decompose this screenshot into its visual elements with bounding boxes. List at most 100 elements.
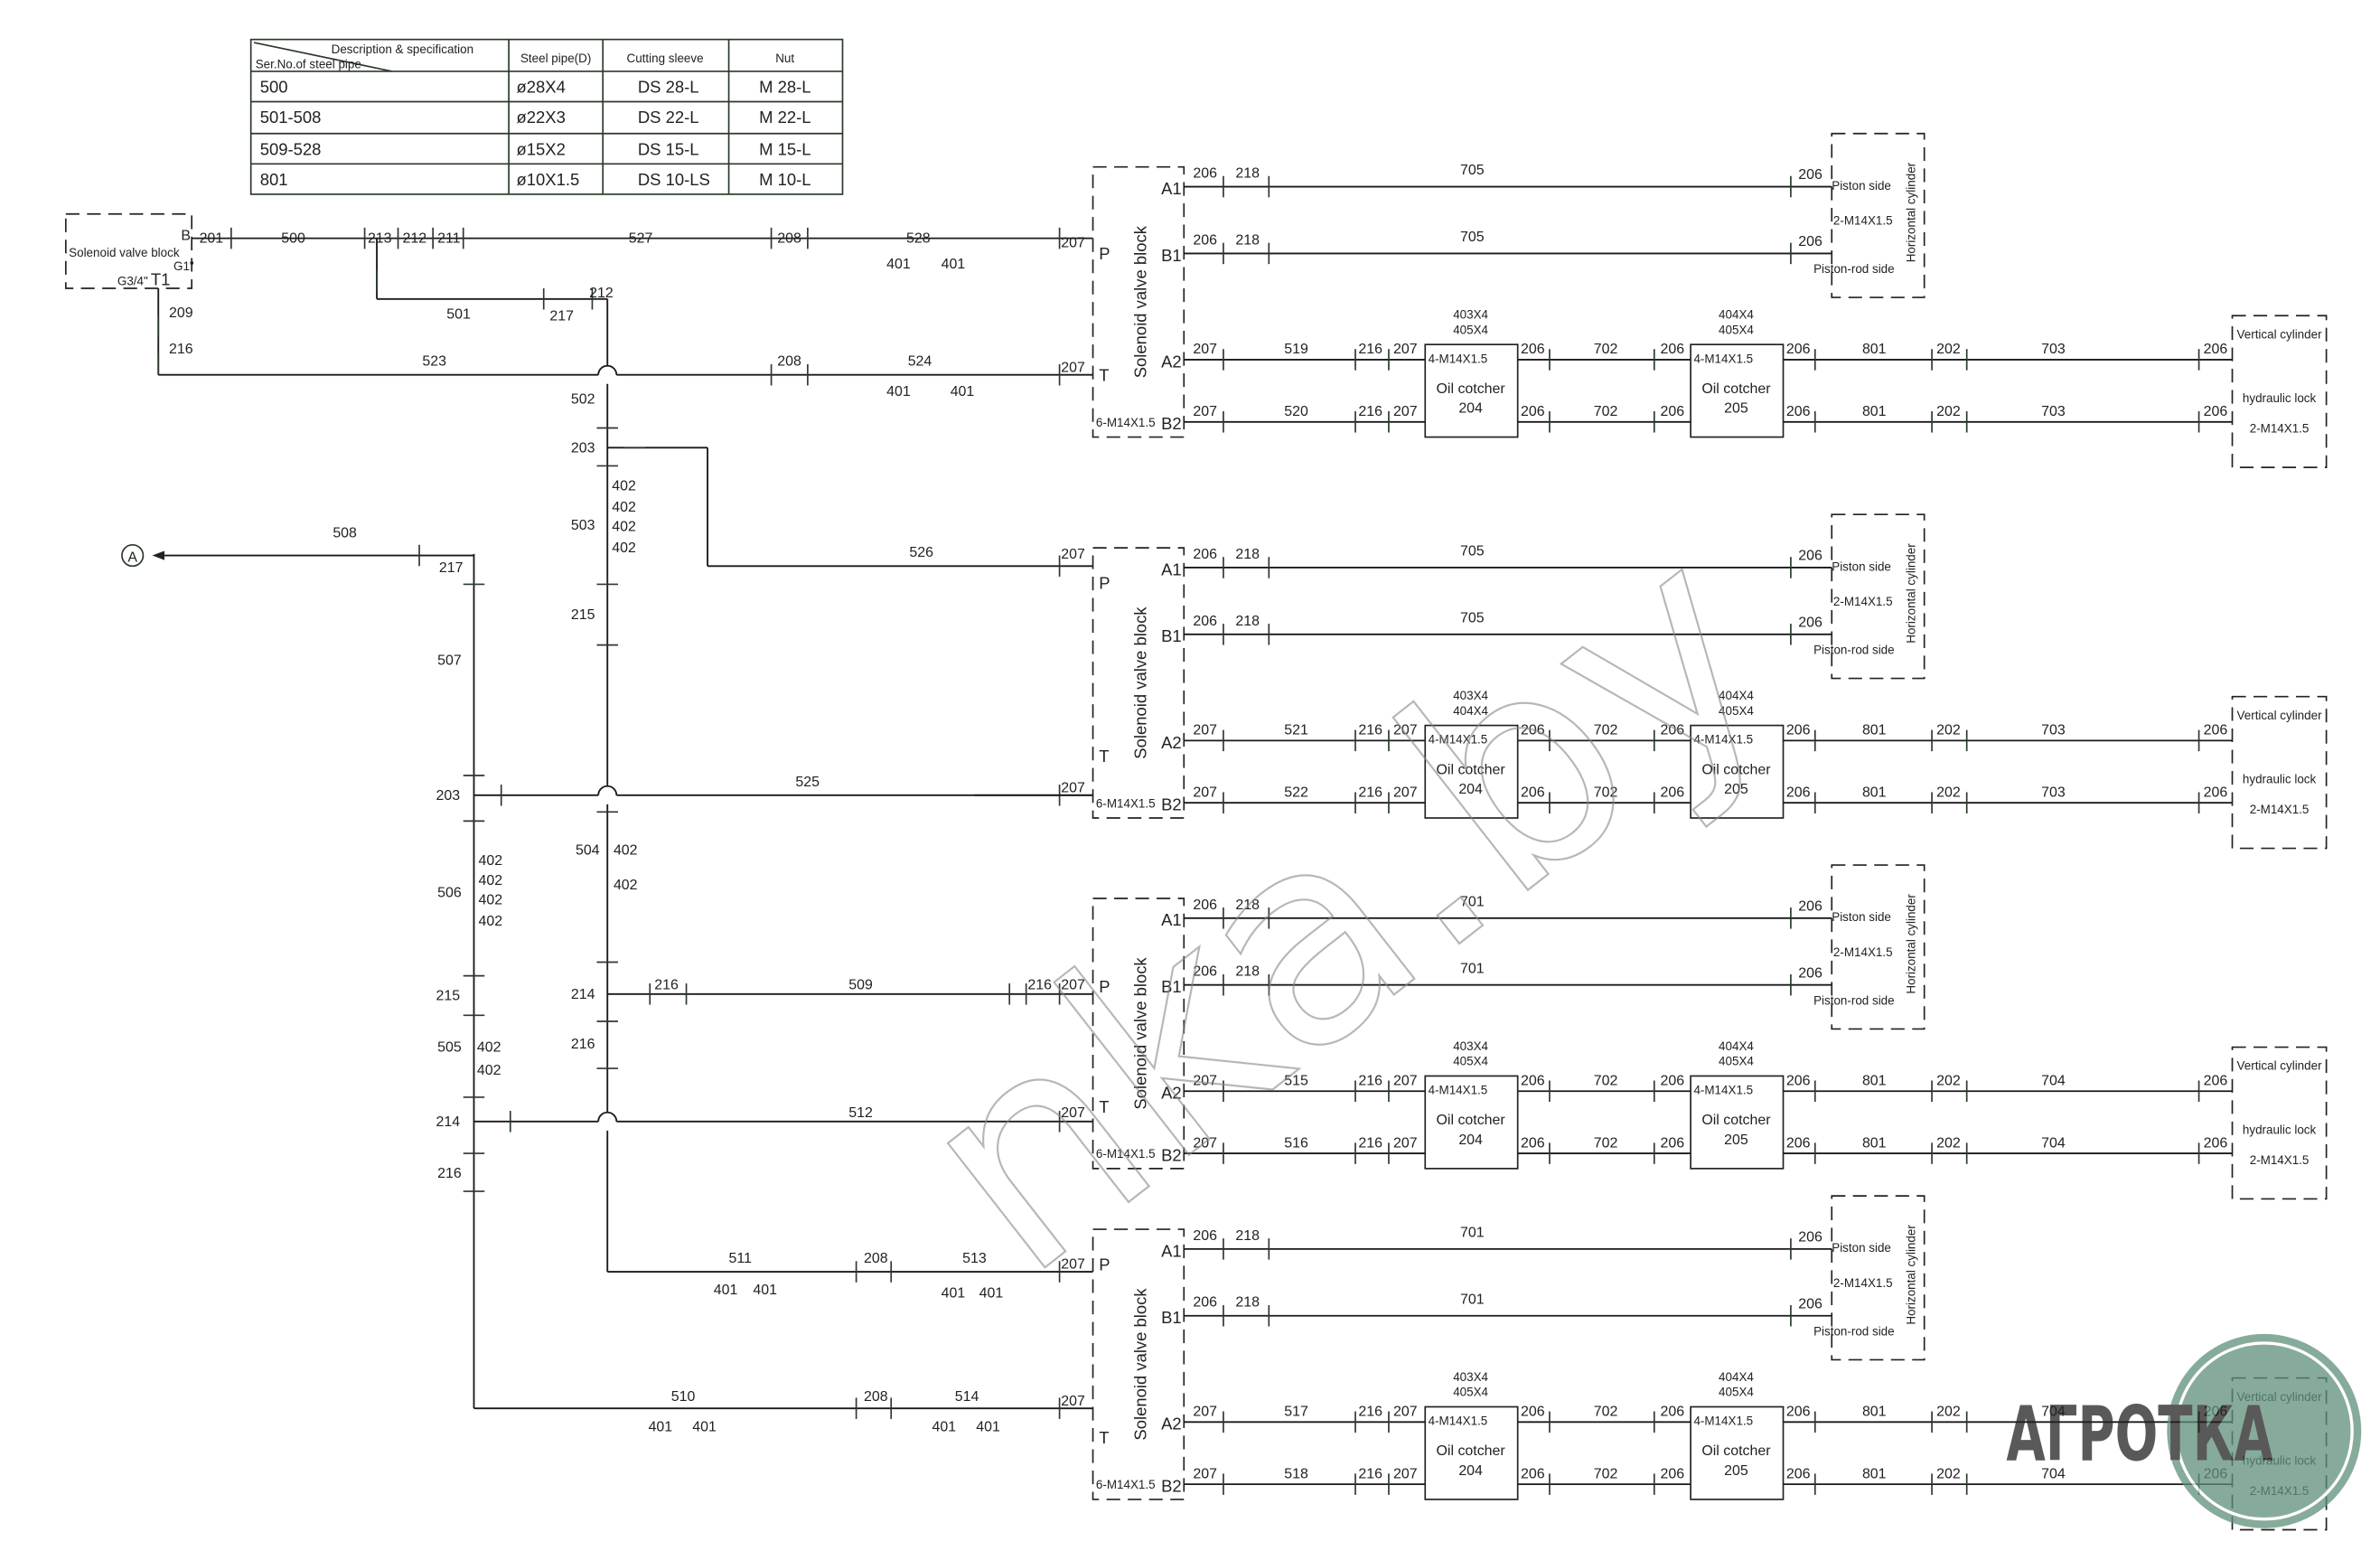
part-number-label: 207 <box>1193 1074 1217 1089</box>
catcher-parts-label: 403X4 <box>1453 1039 1488 1053</box>
pipe-part-label: 216 <box>1027 978 1052 993</box>
part-number-label: 206 <box>1798 549 1822 564</box>
part-number-label: 206 <box>1661 1135 1685 1151</box>
part-number-label: 207 <box>1393 785 1418 801</box>
catcher-name-label: Oil cotcher <box>1701 381 1771 397</box>
part-number-label: 202 <box>1936 1405 1961 1420</box>
catcher-name-label: Oil cotcher <box>1437 1113 1506 1128</box>
part-number-label: 206 <box>1661 1466 1685 1481</box>
pipe-part-label: 209 <box>169 306 193 321</box>
pipe-part-label: 207 <box>1061 780 1085 795</box>
pipe-part-label: 704 <box>2041 1466 2066 1481</box>
horizontal-cylinder <box>1831 1195 1926 1361</box>
pipe-part-label: 402 <box>614 878 638 893</box>
pipe-part-label: 504 <box>576 842 600 858</box>
catcher-name-label: Oil cotcher <box>1701 762 1771 777</box>
catcher-thread-label: 4-M14X1.5 <box>1693 1084 1753 1097</box>
catcher-name-label: Oil cotcher <box>1701 1113 1771 1128</box>
part-number-label: 207 <box>1393 342 1418 357</box>
pipe-part-label: 525 <box>795 775 820 790</box>
table-cell-nut: M 10-L <box>759 170 811 189</box>
part-number-label: 206 <box>1661 1405 1685 1420</box>
part-number-label: 206 <box>1661 723 1685 738</box>
pipe-part-label: 703 <box>2041 342 2066 357</box>
pipe-part-label: 213 <box>368 231 392 247</box>
port-t-label: T <box>1099 1097 1109 1116</box>
valve-group-2: Solenoid valve blockPT6-M14X1.5A1B1A2B22… <box>1092 513 2328 850</box>
part-number-label: 206 <box>1521 723 1545 738</box>
port-p-label: P <box>1099 977 1110 996</box>
vertical-cylinder-title: Vertical cylinder <box>2237 709 2323 722</box>
cylinder-thread-label: 2-M14X1.5 <box>2250 803 2310 816</box>
table-cell-cutting-sleeve: DS 15-L <box>638 139 699 158</box>
oil-catcher <box>1424 724 1519 819</box>
pipe-part-label: 401 <box>714 1283 738 1298</box>
pipe-part-label: 401 <box>979 1286 1004 1302</box>
oil-catcher <box>1424 1405 1519 1500</box>
pipe-crossover <box>597 785 618 795</box>
pipe-part-label: 207 <box>1061 547 1085 562</box>
pipe-part-label: 401 <box>649 1419 673 1434</box>
part-number-label: 206 <box>1521 785 1545 801</box>
pipe-part-label: 703 <box>2041 785 2066 801</box>
part-number-label: 202 <box>1936 723 1961 738</box>
pipe-part-label: 211 <box>437 231 461 247</box>
table-col-header: Steel pipe(D) <box>520 52 591 65</box>
pipe-part-label: 523 <box>422 354 446 370</box>
pipe-part-label: 401 <box>942 1286 966 1302</box>
pipe-part-label: 215 <box>571 607 595 623</box>
pipe-part-label: 201 <box>200 231 224 247</box>
part-number-label: 206 <box>2204 785 2228 801</box>
pipe-part-label: 217 <box>439 560 464 576</box>
part-number-label: 207 <box>1393 1405 1418 1420</box>
part-number-label: 206 <box>1786 1405 1811 1420</box>
pipe-part-label: 207 <box>1061 1105 1085 1121</box>
pipe-part-label: 402 <box>479 853 503 869</box>
pipe-part-label: 502 <box>571 392 595 408</box>
part-number-label: 206 <box>1786 1466 1811 1481</box>
valve-group-4: Solenoid valve blockPT6-M14X1.5A1B1A2B22… <box>1092 1195 2328 1531</box>
pipe-part-label: 212 <box>589 286 614 301</box>
table-col-header: Nut <box>775 52 794 65</box>
pipe-part-label: 705 <box>1460 544 1485 559</box>
port-p-label: P <box>1099 573 1110 592</box>
pipe-part-label: 402 <box>479 873 503 888</box>
part-number-label: 202 <box>1936 785 1961 801</box>
part-number-label: 206 <box>1661 342 1685 357</box>
pipe-part-label: 402 <box>479 893 503 908</box>
part-number-label: 801 <box>1862 1135 1887 1151</box>
horizontal-cylinder <box>1831 132 1926 298</box>
part-number-label: 206 <box>2204 1135 2228 1151</box>
part-number-label: 206 <box>1798 1296 1822 1311</box>
part-number-label: 206 <box>1193 964 1217 980</box>
part-number-label: 206 <box>1661 785 1685 801</box>
catcher-name-label: Oil cotcher <box>1437 762 1506 777</box>
part-number-label: 216 <box>1358 1466 1382 1481</box>
catcher-parts-label: 404X4 <box>1719 308 1754 322</box>
pipe-part-label: 512 <box>848 1105 873 1121</box>
part-number-label: 206 <box>1521 404 1545 419</box>
port-t-label: T <box>1099 365 1109 384</box>
part-number-label: 216 <box>1358 1074 1382 1089</box>
catcher-thread-label: 4-M14X1.5 <box>1429 352 1488 365</box>
part-number-label: 702 <box>1594 1466 1618 1481</box>
table-cell-pipe-no: 801 <box>260 170 288 189</box>
vertical-cylinder-title: Vertical cylinder <box>2237 327 2323 341</box>
part-number-label: 206 <box>1798 615 1822 630</box>
horizontal-cylinder <box>1831 864 1926 1030</box>
part-number-label: 206 <box>1521 1074 1545 1089</box>
pipe-part-label: 519 <box>1284 342 1308 357</box>
catcher-parts-label: 403X4 <box>1453 689 1488 702</box>
port-g-label: G1" <box>173 259 194 273</box>
part-number-label: 207 <box>1393 1466 1418 1481</box>
catcher-name-label: Oil cotcher <box>1701 1443 1771 1459</box>
pipe-part-label: 506 <box>437 885 462 900</box>
table-cell-nut: M 15-L <box>759 139 811 158</box>
catcher-number-label: 205 <box>1724 1463 1748 1479</box>
pipe-part-label: 401 <box>886 384 911 400</box>
part-number-label: 801 <box>1862 1466 1887 1481</box>
port-p-label: P <box>1099 1255 1110 1274</box>
piston-rod-side-label: Piston-rod side <box>1813 994 1895 1008</box>
catcher-number-label: 204 <box>1458 1133 1483 1148</box>
